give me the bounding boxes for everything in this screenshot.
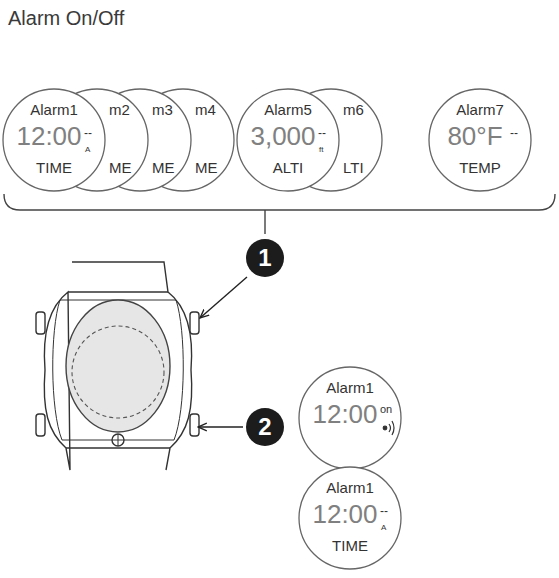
alarm-name: Alarm1 [30,102,78,117]
circle-shape [3,89,105,191]
mode-label: TIME [332,538,368,553]
circle-shape [299,367,401,469]
status-marker: -- [510,127,518,139]
alarm-name: m6 [343,102,364,117]
mode-label: ME [152,160,175,175]
display-digits: 12:00 [312,501,377,527]
circle-shape [89,89,191,191]
display-circle: Alarm1 12:00-- A TIME [298,466,402,570]
callout-number: 2 [258,415,271,439]
status-marker: -- [84,127,92,139]
display-digits: 3,000 [250,123,315,149]
on-indicator: on [380,404,392,415]
display-digits: 12:00 [16,123,81,149]
circle-shape [246,239,284,277]
display-circle: Alarm5 3,000-- ftALTI [236,88,340,192]
display-circle: Alarm1 12:00on [298,366,402,470]
watch-drawing [36,262,199,470]
alarm-name: m3 [152,102,173,117]
circle-shape [237,89,339,191]
status-marker: -- [318,127,326,139]
circle-shape [46,89,148,191]
callout-number: 1 [258,246,271,270]
diagram-title: Alarm On/Off [8,8,124,28]
circle-shape [132,89,234,191]
unit-mark: A [85,146,90,154]
alarm-name: Alarm1 [326,480,374,495]
leader-arrow [198,426,243,427]
circle-shape [280,89,382,191]
mode-label: ALTI [273,160,304,175]
callout-badge: 2 [245,407,285,447]
display-circle: Alarm1 12:00-- A TIME [2,88,106,192]
display-digits: 12:00 [312,401,377,427]
alarm-name: Alarm1 [326,380,374,395]
alarm-name: Alarm5 [264,102,312,117]
mode-label: TIME [36,160,72,175]
display-circle: Alarm7 80°F -- TEMP [428,88,532,192]
leader-arrow [200,277,247,318]
circle-shape [299,467,401,569]
alarm-name: m4 [195,102,216,117]
mode-label: LTI [343,160,364,175]
mode-label: ME [109,160,132,175]
circle-shape [246,408,284,446]
unit-mark: A [381,524,386,532]
alarm-name: Alarm7 [456,102,504,117]
unit-mark: ft [319,146,323,154]
alarm-name: m2 [109,102,130,117]
status-marker: -- [380,505,388,517]
display-digits: 80°F [447,123,502,149]
mode-label: ME [195,160,218,175]
circle-shape [429,89,531,191]
mode-label: TEMP [459,160,501,175]
callout-badge: 1 [245,238,285,278]
group-bracket [4,194,555,234]
